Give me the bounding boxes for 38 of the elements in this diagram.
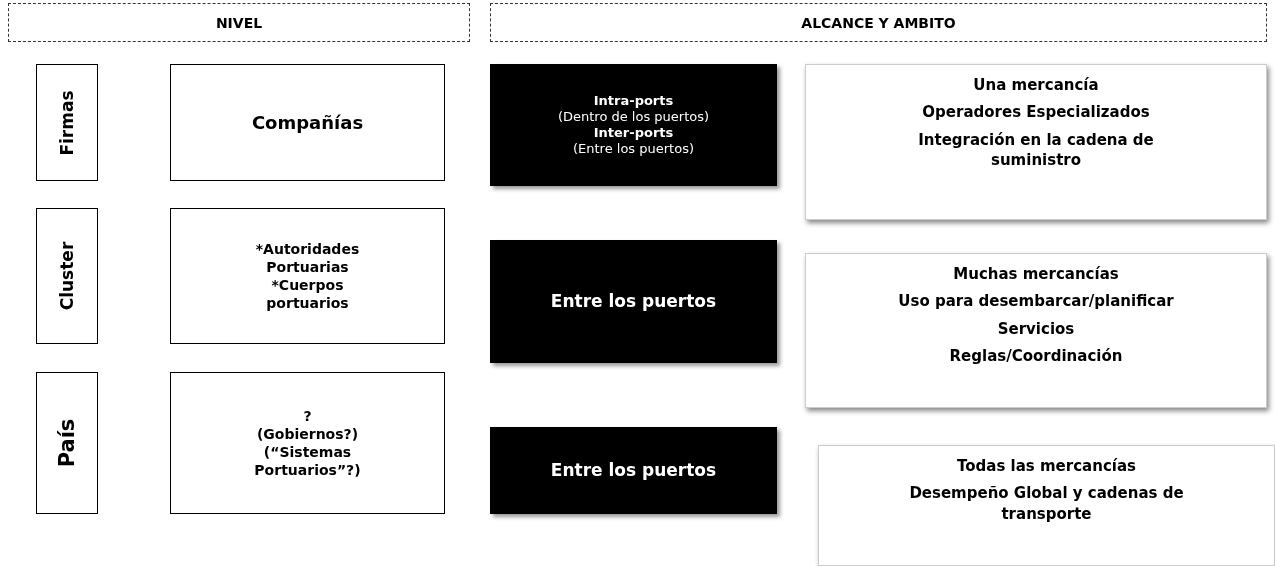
actor-box xyxy=(170,372,445,514)
level-label: País xyxy=(55,418,79,468)
scope-text: (Dentro de los puertos) xyxy=(557,108,710,125)
scope-box xyxy=(490,64,777,186)
header-box: NIVEL xyxy=(8,3,470,42)
actor-box xyxy=(170,208,445,344)
scope-text: Entre los puertos xyxy=(550,290,717,313)
detail-text: Muchas mercancías xyxy=(953,264,1119,285)
detail-text: Operadores Especializados xyxy=(922,102,1150,123)
level-box xyxy=(36,372,98,514)
actor-text: (“Sistemas Portuarios”?) xyxy=(253,443,362,480)
scope-box xyxy=(490,240,777,363)
detail-text: Todas las mercancías xyxy=(957,456,1136,477)
level-box xyxy=(36,64,98,181)
scope-box xyxy=(490,427,777,514)
detail-text: Uso para desembarcar/planificar xyxy=(898,291,1174,312)
actor-box xyxy=(170,64,445,181)
detail-text: Una mercancía xyxy=(973,75,1099,96)
scope-text: Entre los puertos xyxy=(550,459,717,482)
actor-text: *Cuerpos portuarios xyxy=(265,276,350,313)
detail-card xyxy=(818,445,1275,566)
actor-text: (Gobiernos?) xyxy=(256,424,359,443)
actor-text: Compañías xyxy=(251,110,364,135)
level-label: Firmas xyxy=(57,89,77,156)
scope-text: Intra-ports xyxy=(593,92,674,109)
actor-text: ? xyxy=(303,406,312,425)
detail-text: Integración en la cadena de suministro xyxy=(917,129,1155,170)
header-box: ALCANCE Y AMBITO xyxy=(490,3,1267,42)
detail-text: Servicios xyxy=(997,318,1075,339)
level-box xyxy=(36,208,98,344)
detail-card xyxy=(805,253,1267,408)
level-label: Cluster xyxy=(57,241,77,311)
scope-text: Inter-ports xyxy=(593,125,674,142)
actor-text: *Autoridades Portuarias xyxy=(254,239,361,276)
detail-card xyxy=(805,64,1267,220)
scope-text: (Entre los puertos) xyxy=(573,141,694,158)
detail-text: Reglas/Coordinación xyxy=(949,345,1123,366)
detail-text: Desempeño Global y cadenas de transporte xyxy=(908,483,1185,524)
